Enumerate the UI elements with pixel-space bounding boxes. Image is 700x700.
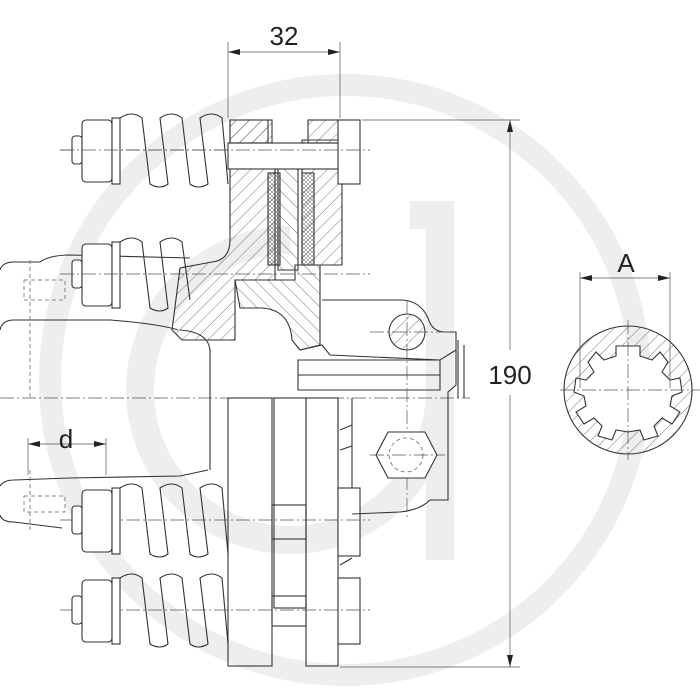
spring-assembly-1 <box>60 113 230 188</box>
left-shaft-ends <box>0 254 211 530</box>
dimension-190-label: 190 <box>488 360 531 390</box>
dimension-A-label: A <box>617 248 635 278</box>
pressure-plate-section <box>171 119 343 351</box>
dimension-d-label: d <box>59 424 73 454</box>
friction-lining-2 <box>301 172 315 266</box>
lower-plates <box>60 397 370 667</box>
dimension-32-label: 32 <box>270 21 299 51</box>
top-bolt <box>60 119 370 185</box>
dimension-pin: d <box>27 424 107 475</box>
friction-lining-1 <box>267 172 281 266</box>
dimension-diameter: 190 <box>340 119 532 668</box>
spring-assembly-4 <box>71 573 229 648</box>
dimension-width: 32 <box>227 21 341 118</box>
spring-assembly-2 <box>60 237 370 312</box>
yoke-fork <box>297 299 465 520</box>
spline-bore-detail: A <box>560 248 700 460</box>
spring-assembly-3 <box>71 483 229 558</box>
